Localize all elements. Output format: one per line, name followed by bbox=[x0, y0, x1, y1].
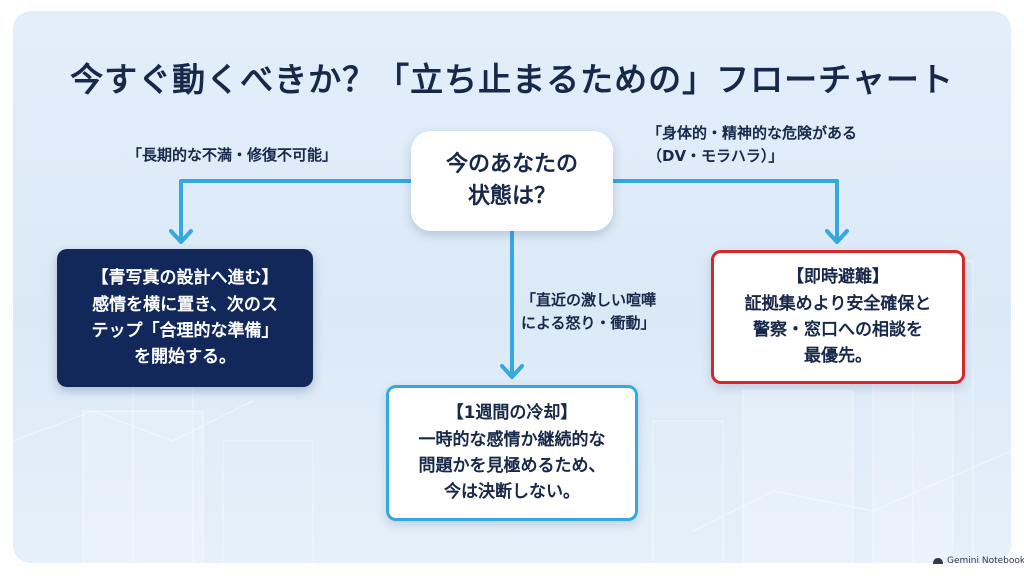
watermark-text: Gemini Notebook bbox=[947, 556, 1024, 566]
branch-label-right: 「身体的・精神的な危険がある （DV・モラハラ）」 bbox=[647, 124, 858, 166]
arrow-left-icon bbox=[169, 229, 193, 244]
notebook-logo-icon bbox=[933, 558, 943, 564]
arrow-right-icon bbox=[825, 229, 849, 244]
watermark: Gemini Notebook bbox=[933, 556, 1024, 566]
outcome-box-blueprint: 【青写真の設計へ進む】 感情を横に置き、次のス テップ「合理的な準備」 を開始す… bbox=[57, 249, 313, 387]
page-title: 今すぐ動くべきか？「立ち止まるための」フローチャート bbox=[70, 60, 954, 99]
connector-right bbox=[611, 179, 839, 241]
branch-label-left: 「長期的な不満・修復不可能」 bbox=[127, 146, 338, 164]
slide: 今すぐ動くべきか？「立ち止まるための」フローチャート 今のあなたの 状態は？ 「… bbox=[13, 11, 1011, 563]
branch-label-middle: 「直近の激しい喧嘩 による怒り・衝動」 bbox=[521, 291, 657, 333]
outcome-box-cooldown: 【1週間の冷却】 一時的な感情か継続的な 問題かを見極めるため、 今は決断しない… bbox=[386, 385, 638, 521]
arrow-middle-icon bbox=[500, 364, 524, 379]
connector-left bbox=[179, 179, 413, 241]
flow-connectors bbox=[169, 179, 849, 379]
outcome-box-evacuate: 【即時避難】 証拠集めより安全確保と 警察・窓口への相談を 最優先。 bbox=[711, 250, 965, 384]
decision-node: 今のあなたの 状態は？ bbox=[411, 131, 613, 231]
